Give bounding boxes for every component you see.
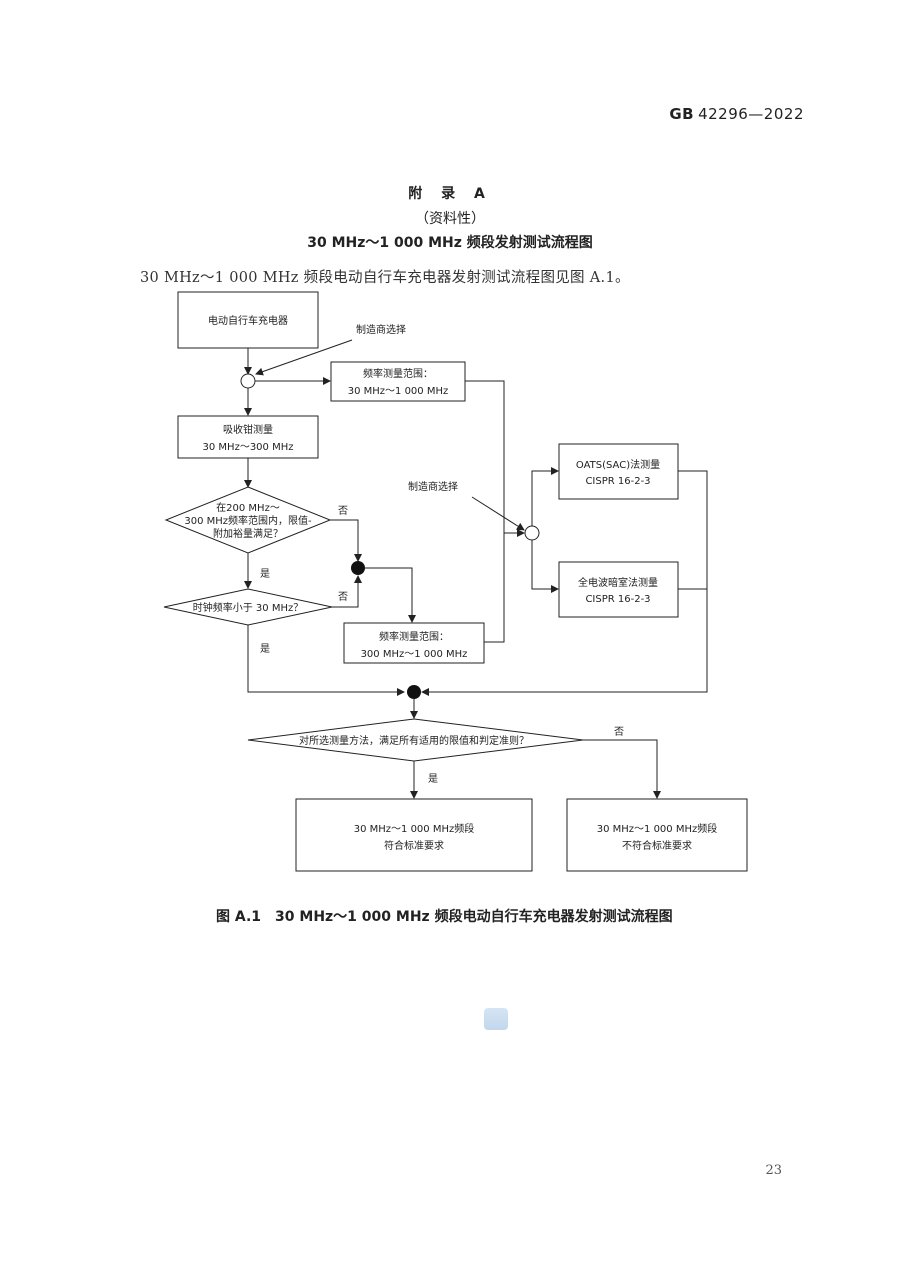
mfr-choice-arrow-2: [471, 496, 525, 531]
mfr-choice-arrow-1: [255, 339, 353, 376]
freq-range-2-line-2: 300 MHz～1 000 MHz: [361, 649, 468, 660]
clamp-line-2: 30 MHz～300 MHz: [203, 442, 294, 453]
junction-dot-2: [407, 685, 421, 699]
decision-1-line-1: 在200 MHz～: [216, 502, 280, 514]
mfr-choice-label-2: 制造商选择: [408, 480, 458, 493]
page-number: 23: [765, 1163, 782, 1178]
junction-circle-2: [524, 525, 540, 541]
decision-3-no-label: 否: [614, 726, 624, 738]
decision-3-yes-label: 是: [428, 773, 438, 785]
oats-line-2: CISPR 16-2-3: [585, 476, 650, 487]
fail-box: [566, 798, 748, 872]
far-line-1: 全电波暗室法测量: [578, 576, 658, 589]
start-box-label: 电动自行车充电器: [208, 314, 288, 327]
far-line-2: CISPR 16-2-3: [585, 594, 650, 605]
watermark-logo: [484, 1008, 508, 1030]
pass-line-2: 符合标准要求: [384, 839, 444, 852]
oats-box: [558, 443, 679, 500]
standard-code: 42296—2022: [698, 105, 804, 123]
pass-box: [295, 798, 533, 872]
decision-2-no-label: 否: [338, 591, 348, 603]
appendix-subtitle: 30 MHz～1 000 MHz 频段发射测试流程图: [307, 235, 593, 251]
decision-2-yes-label: 是: [260, 643, 270, 655]
pass-line-1: 30 MHz～1 000 MHz频段: [354, 822, 475, 835]
fail-line-2: 不符合标准要求: [622, 839, 692, 852]
standard-prefix: GB: [669, 105, 695, 123]
junction-dot-1: [351, 561, 365, 575]
mfr-choice-label-1: 制造商选择: [356, 323, 406, 336]
freq-range-box-2: [343, 622, 485, 664]
decision-1-line-3: 附加裕量满足？: [213, 527, 283, 540]
decision-1-yes-label: 是: [260, 568, 270, 580]
far-box: [558, 561, 679, 618]
oats-line-1: OATS(SAC)法测量: [576, 458, 660, 471]
clamp-line-1: 吸收钳测量: [223, 423, 273, 436]
fail-line-1: 30 MHz～1 000 MHz频段: [597, 822, 718, 835]
freq-range-line-1: 频率测量范围：: [363, 367, 433, 380]
appendix-title: 附 录 A: [408, 186, 492, 202]
decision-1-no-label: 否: [338, 505, 348, 517]
junction-circle-1: [240, 373, 256, 389]
freq-range-line-2: 30 MHz～1 000 MHz: [348, 386, 449, 397]
decision-3-label: 对所选测量方法，满足所有适用的限值和判定准则？: [299, 734, 529, 747]
appendix-nature: （资料性）: [415, 211, 485, 227]
intro-paragraph: 30 MHz～1 000 MHz 频段电动自行车充电器发射测试流程图见图 A.1…: [140, 270, 630, 286]
decision-1-line-2: 300 MHz频率范围内，限值-: [184, 514, 312, 527]
figure-caption: 图 A.1 30 MHz～1 000 MHz 频段电动自行车充电器发射测试流程图: [216, 909, 673, 925]
freq-range-2-line-1: 频率测量范围：: [379, 630, 449, 643]
decision-2-label: 时钟频率小于 30 MHz？: [193, 601, 303, 614]
